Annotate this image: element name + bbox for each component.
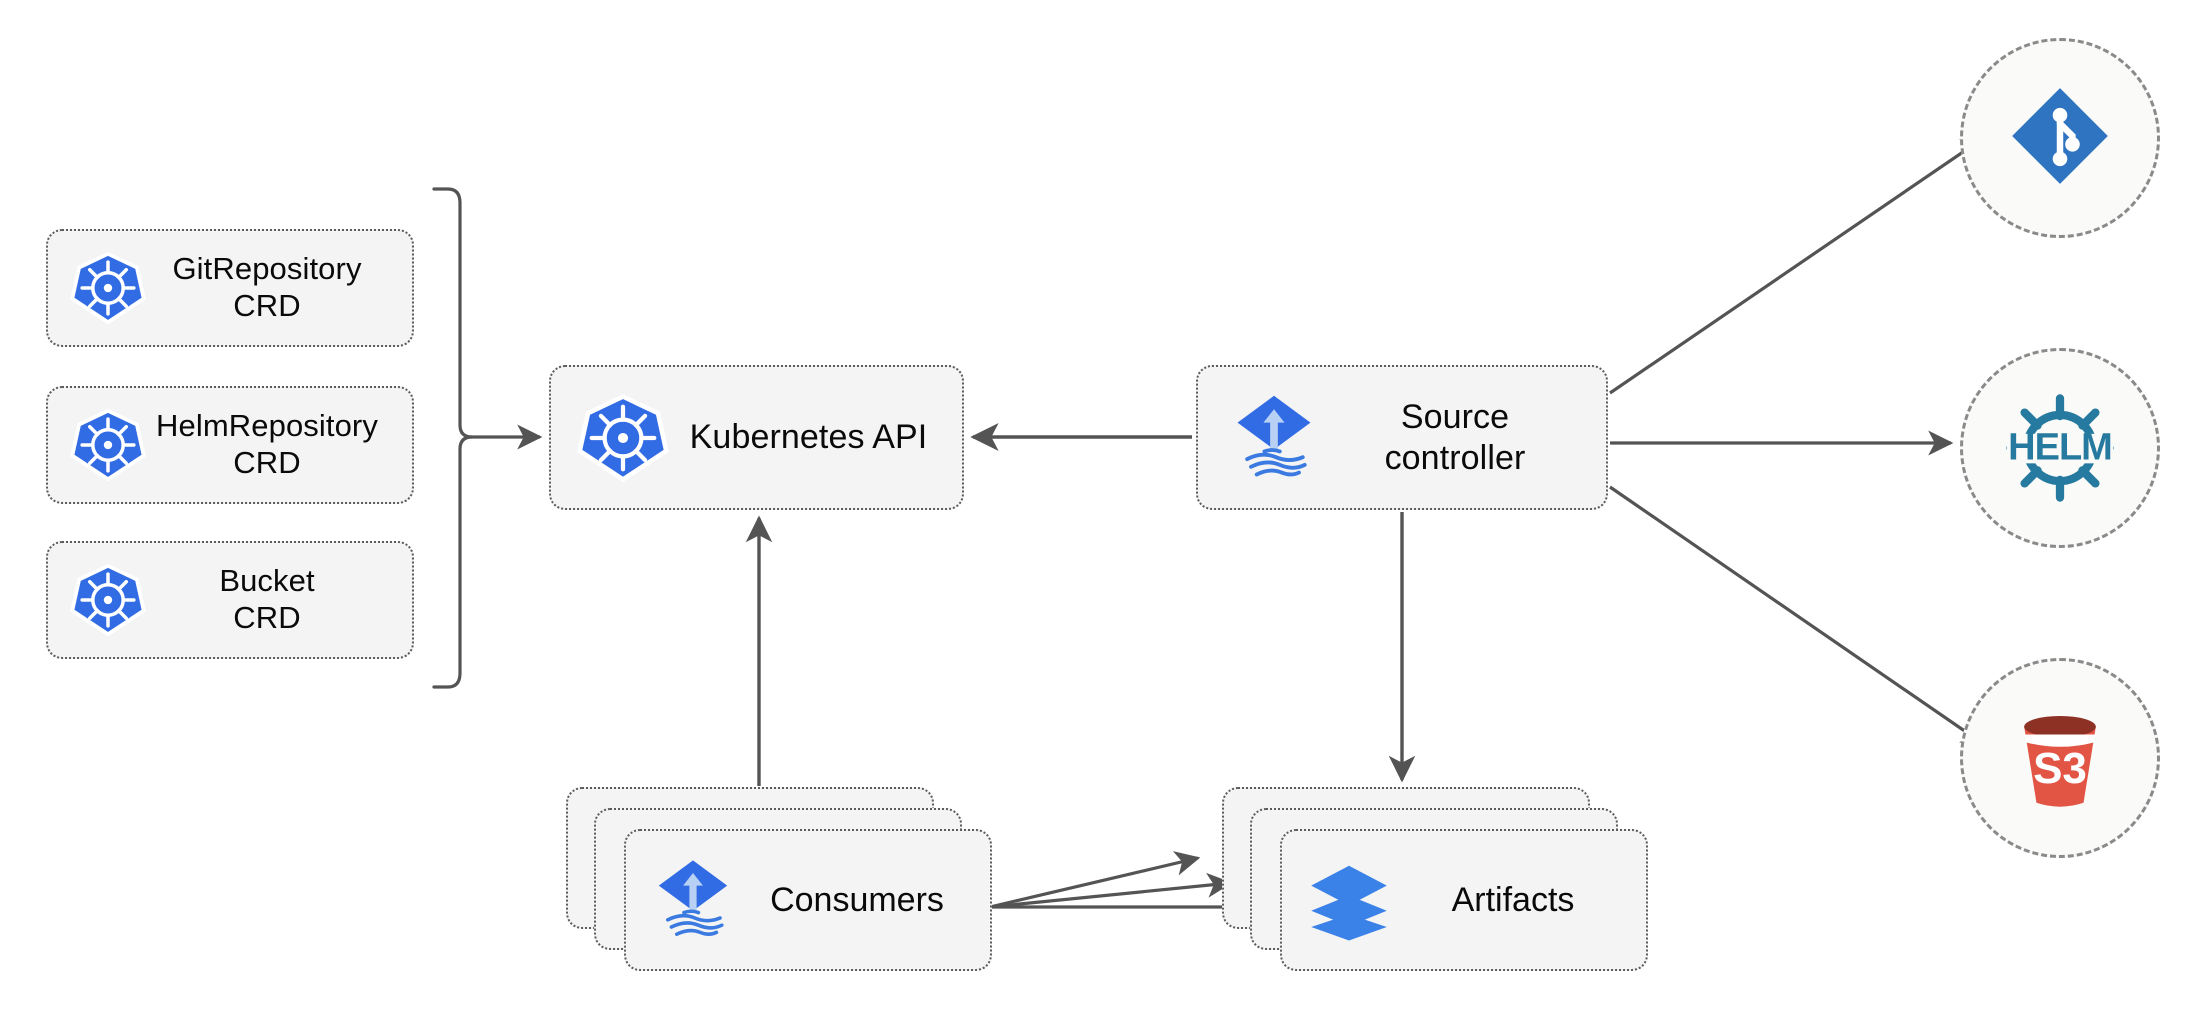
crd-box-bucket[interactable]: Bucket CRD xyxy=(46,541,414,659)
edge-consumers-to-artifacts-2 xyxy=(989,872,1233,909)
kubernetes-icon xyxy=(70,250,146,326)
flux-icon xyxy=(648,855,738,945)
crd-label: Bucket CRD xyxy=(219,563,315,635)
s3-bucket-icon: S3 xyxy=(2004,702,2116,814)
edge-source-to-s3 xyxy=(1609,485,1987,747)
node-source-controller[interactable]: Source controller xyxy=(1196,365,1608,510)
crd-box-helmrepository[interactable]: HelmRepository CRD xyxy=(46,386,414,504)
kubernetes-icon xyxy=(70,562,146,638)
crd-box-gitrepository[interactable]: GitRepository CRD xyxy=(46,229,414,347)
helm-icon: HELM xyxy=(2001,389,2119,507)
layers-icon xyxy=(1304,855,1394,945)
stack-sheet-front[interactable]: Artifacts xyxy=(1280,829,1648,971)
s3-wordmark: S3 xyxy=(2033,744,2087,794)
target-circle-helm[interactable]: HELM xyxy=(1960,348,2160,548)
target-circle-git[interactable] xyxy=(1960,38,2160,238)
edge-source-to-git xyxy=(1609,135,1987,395)
node-label: Kubernetes API xyxy=(689,418,928,457)
node-label: Source controller xyxy=(1384,398,1526,477)
target-circle-s3[interactable]: S3 xyxy=(1960,658,2160,858)
crd-label: GitRepository CRD xyxy=(172,251,362,323)
kubernetes-icon xyxy=(70,407,146,483)
kubernetes-icon xyxy=(577,392,669,484)
node-kubernetes-api[interactable]: Kubernetes API xyxy=(549,365,964,510)
helm-wordmark: HELM xyxy=(2008,426,2113,469)
node-artifacts[interactable]: Artifacts xyxy=(1222,787,1682,987)
node-label: Consumers xyxy=(770,880,944,919)
node-consumers[interactable]: Consumers xyxy=(566,787,1026,987)
crd-group-brace xyxy=(432,187,473,689)
node-label: Artifacts xyxy=(1451,880,1575,919)
stack-sheet-front[interactable]: Consumers xyxy=(624,829,992,971)
flux-icon xyxy=(1226,390,1322,486)
crd-label: HelmRepository CRD xyxy=(156,408,378,480)
git-icon xyxy=(2008,84,2112,193)
